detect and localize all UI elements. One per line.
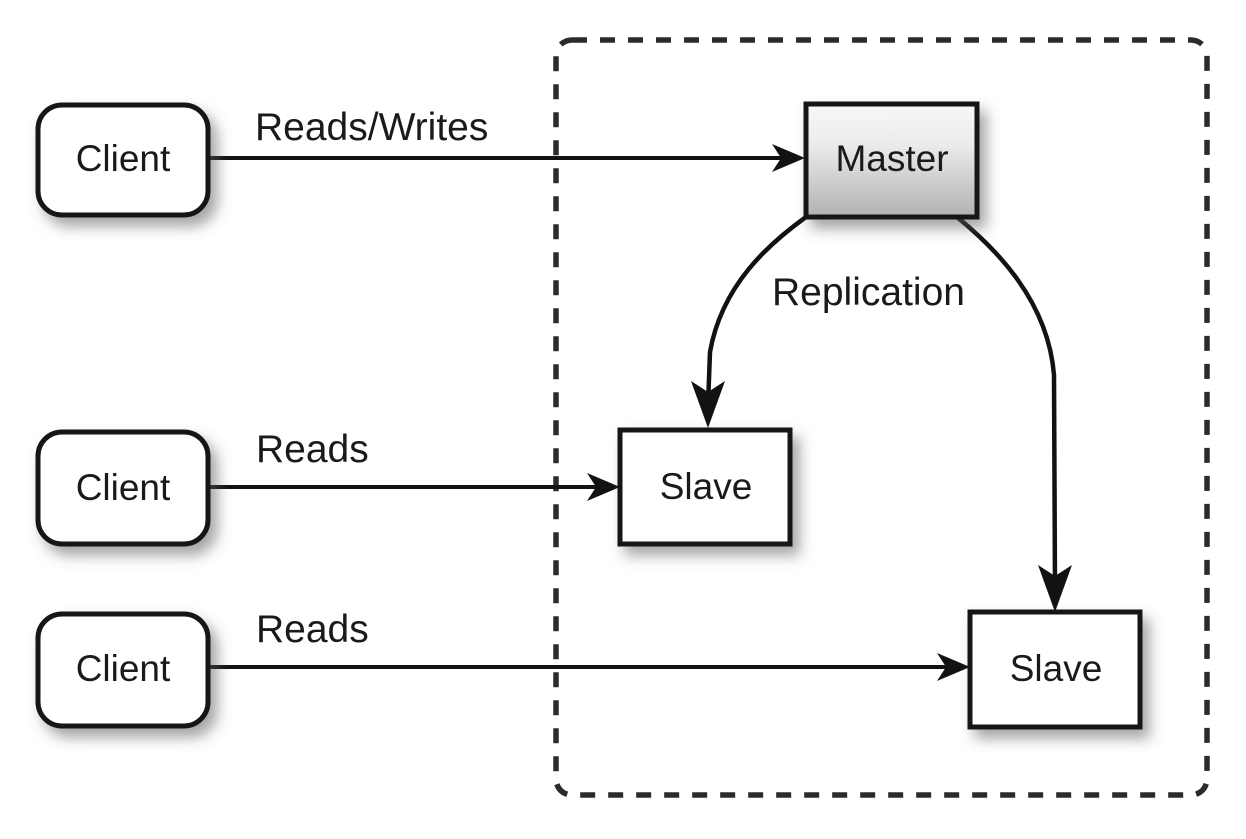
edge-label-reads-slave-2: Reads [256, 608, 369, 651]
client-2-box[interactable] [35, 429, 211, 547]
client-3-box[interactable] [35, 611, 211, 729]
node-master[interactable]: Master [803, 101, 980, 220]
edge-client1-master [208, 144, 805, 172]
slave-2-box[interactable] [967, 609, 1143, 730]
master-label: Master [835, 138, 948, 179]
slave-1-label: Slave [660, 466, 753, 507]
node-slave-2[interactable]: Slave [967, 609, 1143, 730]
edge-client2-slave1 [208, 473, 620, 501]
node-slave-1[interactable]: Slave [617, 427, 793, 547]
client-1-box[interactable] [35, 102, 211, 218]
edge-client3-slave2 [208, 653, 970, 681]
client-2-label: Client [76, 467, 171, 508]
node-client-2[interactable]: Client [35, 429, 211, 547]
node-client-1[interactable]: Client [35, 102, 211, 218]
edge-master-slave2 [955, 215, 1072, 612]
edge-label-reads-slave-1: Reads [256, 428, 369, 471]
edge-label-replication: Replication [772, 271, 965, 314]
client-3-label: Client [76, 648, 171, 689]
client-1-label: Client [76, 138, 171, 179]
node-client-3[interactable]: Client [35, 611, 211, 729]
edge-master-slave1 [691, 215, 808, 428]
edge-label-reads-writes: Reads/Writes [255, 106, 488, 149]
slave-2-label: Slave [1010, 648, 1103, 689]
server-boundary [553, 37, 1210, 798]
slave-1-box[interactable] [617, 427, 793, 547]
master-box[interactable] [803, 101, 980, 220]
